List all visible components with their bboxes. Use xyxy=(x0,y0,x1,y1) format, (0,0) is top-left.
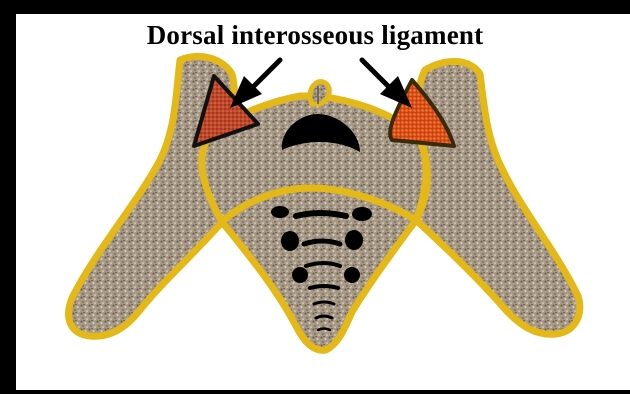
diagram-title: Dorsal interosseous ligament xyxy=(0,19,630,51)
spinous-process xyxy=(310,82,329,104)
right-arrow xyxy=(362,60,412,108)
right-ilium xyxy=(416,61,580,334)
